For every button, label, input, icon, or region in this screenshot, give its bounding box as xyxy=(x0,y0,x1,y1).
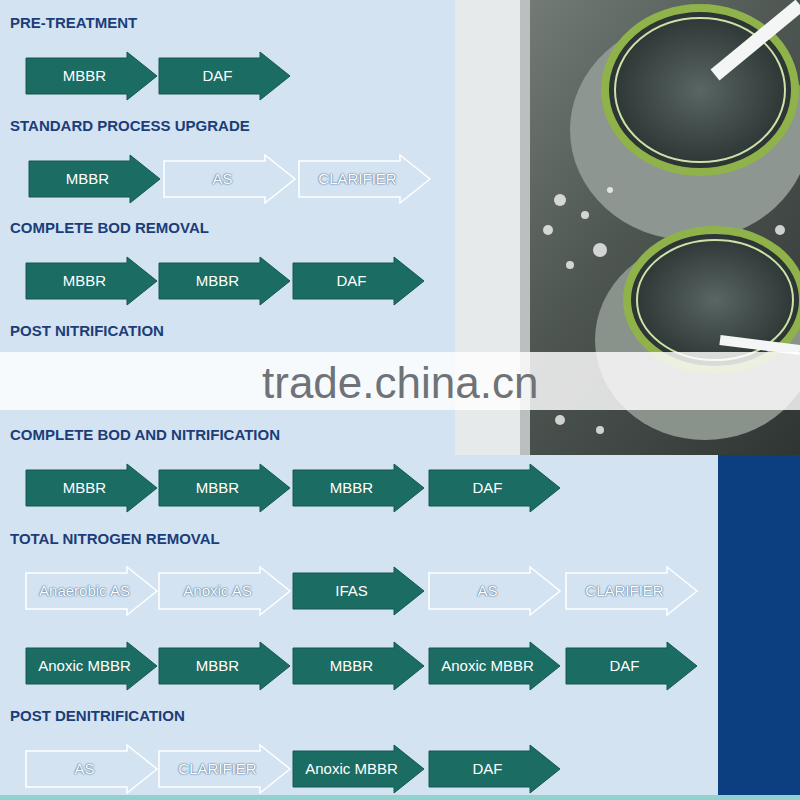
process-arrow-outline: CLARIFIER xyxy=(158,744,291,794)
process-arrow: MBBR xyxy=(158,463,291,513)
pipe xyxy=(720,340,800,350)
process-label: MBBR xyxy=(25,463,144,513)
process-arrow: DAF xyxy=(428,744,561,794)
process-label: MBBR xyxy=(25,256,144,306)
process-arrow: DAF xyxy=(428,463,561,513)
process-arrow-outline: AS xyxy=(163,154,296,204)
process-arrow-outline: AS xyxy=(428,566,561,616)
bottom-strip xyxy=(0,795,800,800)
process-label: DAF xyxy=(428,744,547,794)
section-heading: STANDARD PROCESS UPGRADE xyxy=(10,117,250,134)
section-heading: PRE-TREATMENT xyxy=(10,14,137,31)
process-arrow: IFAS xyxy=(292,566,425,616)
process-arrow: DAF xyxy=(565,641,698,691)
process-label: Anoxic MBBR xyxy=(428,641,547,691)
process-arrow: MBBR xyxy=(292,463,425,513)
process-label: CLARIFIER xyxy=(565,566,684,616)
process-label: DAF xyxy=(292,256,411,306)
process-arrow: DAF xyxy=(292,256,425,306)
process-label: IFAS xyxy=(292,566,411,616)
process-arrow: MBBR xyxy=(25,51,158,101)
process-arrow: MBBR xyxy=(25,256,158,306)
process-arrow: Anoxic MBBR xyxy=(25,641,158,691)
tank-upper xyxy=(570,8,800,240)
process-label: Anoxic MBBR xyxy=(292,744,411,794)
process-arrow: MBBR xyxy=(292,641,425,691)
process-arrow: MBBR xyxy=(28,154,161,204)
process-arrow: Anoxic MBBR xyxy=(428,641,561,691)
process-label: MBBR xyxy=(28,154,147,204)
process-arrow: MBBR xyxy=(25,463,158,513)
process-label: MBBR xyxy=(158,641,277,691)
process-label: MBBR xyxy=(25,51,144,101)
process-label: MBBR xyxy=(292,641,411,691)
process-arrow-outline: CLARIFIER xyxy=(298,154,431,204)
section-heading: POST NITRIFICATION xyxy=(10,322,164,339)
process-label: AS xyxy=(25,744,144,794)
process-label: AS xyxy=(428,566,547,616)
pipe xyxy=(715,5,800,75)
process-arrow-outline: Anaerobic AS xyxy=(25,566,158,616)
process-arrow: MBBR xyxy=(158,641,291,691)
process-label: CLARIFIER xyxy=(158,744,277,794)
process-label: Anaerobic AS xyxy=(25,566,144,616)
process-arrow: DAF xyxy=(158,51,291,101)
section-heading: POST DENITRIFICATION xyxy=(10,707,185,724)
process-label: Anoxic AS xyxy=(158,566,277,616)
process-label: MBBR xyxy=(158,463,277,513)
process-label: DAF xyxy=(428,463,547,513)
process-arrow: Anoxic MBBR xyxy=(292,744,425,794)
process-arrow-outline: Anoxic AS xyxy=(158,566,291,616)
section-heading: COMPLETE BOD REMOVAL xyxy=(10,219,209,236)
side-panel xyxy=(718,455,800,800)
section-heading: TOTAL NITROGEN REMOVAL xyxy=(10,530,220,547)
section-heading: COMPLETE BOD AND NITRIFICATION xyxy=(10,426,280,443)
watermark: trade.china.cn xyxy=(262,358,538,408)
watermark-band xyxy=(0,352,800,410)
process-label: DAF xyxy=(158,51,277,101)
process-label: AS xyxy=(163,154,282,204)
process-label: Anoxic MBBR xyxy=(25,641,144,691)
process-arrow-outline: CLARIFIER xyxy=(565,566,698,616)
process-label: CLARIFIER xyxy=(298,154,417,204)
process-arrow-outline: AS xyxy=(25,744,158,794)
process-label: DAF xyxy=(565,641,684,691)
process-label: MBBR xyxy=(158,256,277,306)
process-arrow: MBBR xyxy=(158,256,291,306)
process-label: MBBR xyxy=(292,463,411,513)
